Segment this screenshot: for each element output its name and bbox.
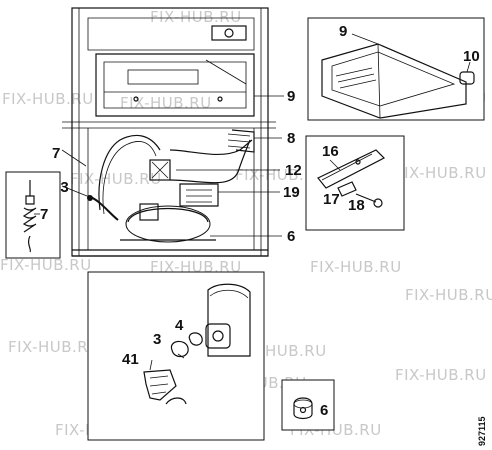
- refrigerant-tube: [102, 141, 157, 215]
- detail-box-tray: [307, 17, 485, 121]
- refrigerant-tube: [98, 134, 161, 211]
- detail-box-frame: [281, 379, 335, 431]
- compressor-body: [207, 283, 251, 357]
- hinge-hole: [355, 159, 361, 165]
- part-label-9: 9: [287, 88, 295, 105]
- detail-box-hinge: [305, 135, 405, 231]
- part-label-18: 18: [348, 197, 365, 214]
- compressor: [125, 205, 211, 243]
- screw-18-shaft: [355, 193, 377, 203]
- part-label-7: 7: [52, 145, 60, 162]
- fitting-3-ring: [177, 353, 185, 359]
- tray-edge: [377, 43, 381, 119]
- relay-41: [143, 369, 177, 401]
- watermark: FIX-HUB.RU: [0, 256, 92, 274]
- part-label-19: 19: [283, 184, 300, 201]
- watermark: FIX-HUB.RU: [395, 164, 487, 182]
- part-label-3: 3: [153, 331, 161, 348]
- spring-tail: [27, 235, 32, 253]
- spring-coil: [22, 207, 37, 233]
- watermark: FIX-HUB.RU: [150, 8, 242, 26]
- part-label-16: 16: [322, 143, 339, 160]
- watermark: FIX-HUB.RU: [120, 94, 212, 112]
- watermark: FIX-HUB.RU: [310, 258, 402, 276]
- tray-inner: [331, 51, 456, 107]
- drawing-code: 927115: [477, 416, 487, 446]
- detail-box-frame: [5, 171, 61, 259]
- starter-relay-mark: [151, 161, 169, 179]
- freezer-compartment: [95, 53, 255, 117]
- freezer-diagonal: [205, 59, 247, 85]
- part-label-8: 8: [287, 130, 295, 147]
- freezer-inner: [103, 61, 247, 109]
- relay-41-pins: [149, 375, 169, 395]
- part-label-9: 9: [339, 23, 347, 40]
- compressor-terminal-pin: [212, 330, 224, 342]
- wire-clip: [87, 195, 93, 201]
- compressor-terminal: [139, 203, 159, 221]
- freezer-shelf-slot: [127, 69, 199, 85]
- refrigerator-cabinet: [62, 7, 276, 257]
- leader-line: [466, 61, 471, 73]
- compressor-contour: [209, 289, 249, 299]
- capillary-tube: [169, 139, 251, 184]
- grommet-hole: [299, 406, 307, 414]
- watermark: FIX-HUB.RU: [8, 338, 100, 356]
- watermark: FIX-HUB.RU: [2, 90, 94, 108]
- watermark: FIX-HUB.RU: [395, 366, 487, 384]
- spring-cap: [25, 195, 35, 205]
- dryer-filter-lines: [186, 189, 212, 203]
- capillary-tube: [169, 139, 253, 156]
- detail-box-frame: [305, 135, 405, 231]
- detail-box-frame: [307, 17, 485, 121]
- evaporator-coil: [231, 129, 255, 153]
- leader-lines: [61, 95, 284, 237]
- hinge-plate-edge: [321, 153, 373, 181]
- leader-line: [351, 33, 379, 45]
- watermark: FIX-HUB.RU: [70, 170, 162, 188]
- part-label-10: 10: [463, 48, 480, 65]
- part-label-6: 6: [287, 228, 295, 245]
- part-label-6: 6: [320, 402, 328, 419]
- part-label-17: 17: [323, 191, 340, 208]
- thermostat-knob: [224, 28, 234, 38]
- detail-box-grommet: [281, 379, 335, 431]
- detail-box-compressor-fittings: [87, 271, 265, 441]
- leader-line: [149, 359, 153, 371]
- dryer-filter: [179, 183, 219, 207]
- grommet-6: [293, 397, 313, 420]
- hinge-bracket-17: [337, 181, 357, 197]
- part-label-41: 41: [122, 351, 139, 368]
- thermostat-housing: [211, 25, 247, 41]
- part-label-4: 4: [175, 317, 184, 334]
- part-label-12: 12: [285, 162, 302, 179]
- compressor-dome: [127, 208, 209, 223]
- watermark: FIX-HUB.RU: [405, 286, 492, 304]
- hinge-plate-16: [317, 149, 386, 189]
- inner-liner: [87, 17, 255, 51]
- detail-box-spring: [5, 171, 61, 259]
- part-label-7: 7: [40, 206, 48, 223]
- leader-line: [329, 159, 341, 171]
- fitting-3: [170, 340, 189, 358]
- starter-relay: [149, 159, 171, 181]
- screw-18-head: [373, 198, 383, 208]
- fitting-4: [188, 332, 203, 346]
- screw: [133, 96, 139, 102]
- relay-41-clip: [165, 397, 187, 405]
- tray-grille: [335, 67, 377, 89]
- screw: [217, 96, 223, 102]
- compressor-terminal-housing: [205, 323, 231, 349]
- evaporator-fins: [227, 133, 251, 149]
- watermark: FIX-HUB.RU: [235, 166, 327, 184]
